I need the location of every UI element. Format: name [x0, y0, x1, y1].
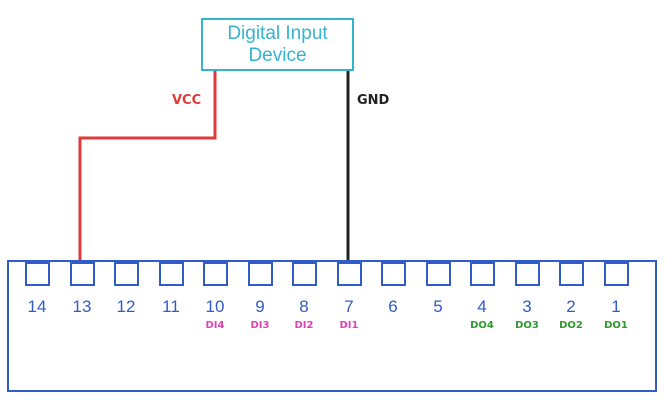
terminal-1	[604, 262, 629, 286]
device-label-line2: Device	[248, 45, 307, 66]
pin-number-1: 1	[611, 297, 621, 316]
pin-function-do1: DO1	[604, 320, 628, 331]
terminal-9	[248, 262, 273, 286]
pin-number-2: 2	[566, 297, 576, 316]
pin-number-12: 12	[116, 297, 136, 316]
pin-number-3: 3	[522, 297, 532, 316]
pin-number-14: 14	[27, 297, 47, 316]
pin-number-11: 11	[162, 297, 180, 316]
pin-number-10: 10	[205, 297, 225, 316]
terminal-12	[114, 262, 139, 286]
pin-function-di1: DI1	[339, 320, 359, 331]
pin-number-8: 8	[299, 297, 309, 316]
gnd-label: GND	[357, 93, 390, 108]
vcc-label: VCC	[172, 93, 202, 108]
terminal-4	[470, 262, 495, 286]
pin-number-9: 9	[255, 297, 265, 316]
pin-number-7: 7	[344, 297, 354, 316]
terminal-13	[70, 262, 95, 286]
pin-function-do2: DO2	[559, 320, 583, 331]
terminal-6	[381, 262, 406, 286]
pin-function-do4: DO4	[470, 320, 494, 331]
vcc-wire	[78, 70, 217, 262]
device-label-line1: Digital Input	[227, 23, 328, 44]
pin-function-do3: DO3	[515, 320, 539, 331]
terminal-11	[159, 262, 184, 286]
pin-number-4: 4	[477, 297, 487, 316]
pin-function-di4: DI4	[205, 320, 225, 331]
digital-input-device: Digital Input Device	[201, 18, 354, 71]
pin-function-di3: DI3	[250, 320, 270, 331]
terminal-8	[292, 262, 317, 286]
terminal-7	[337, 262, 362, 286]
terminal-14	[25, 262, 50, 286]
terminal-10	[203, 262, 228, 286]
pin-function-di2: DI2	[294, 320, 314, 331]
terminal-3	[515, 262, 540, 286]
terminal-5	[426, 262, 451, 286]
terminal-2	[559, 262, 584, 286]
pin-number-5: 5	[433, 297, 443, 316]
pin-number-13: 13	[72, 297, 92, 316]
pin-number-6: 6	[388, 297, 398, 316]
